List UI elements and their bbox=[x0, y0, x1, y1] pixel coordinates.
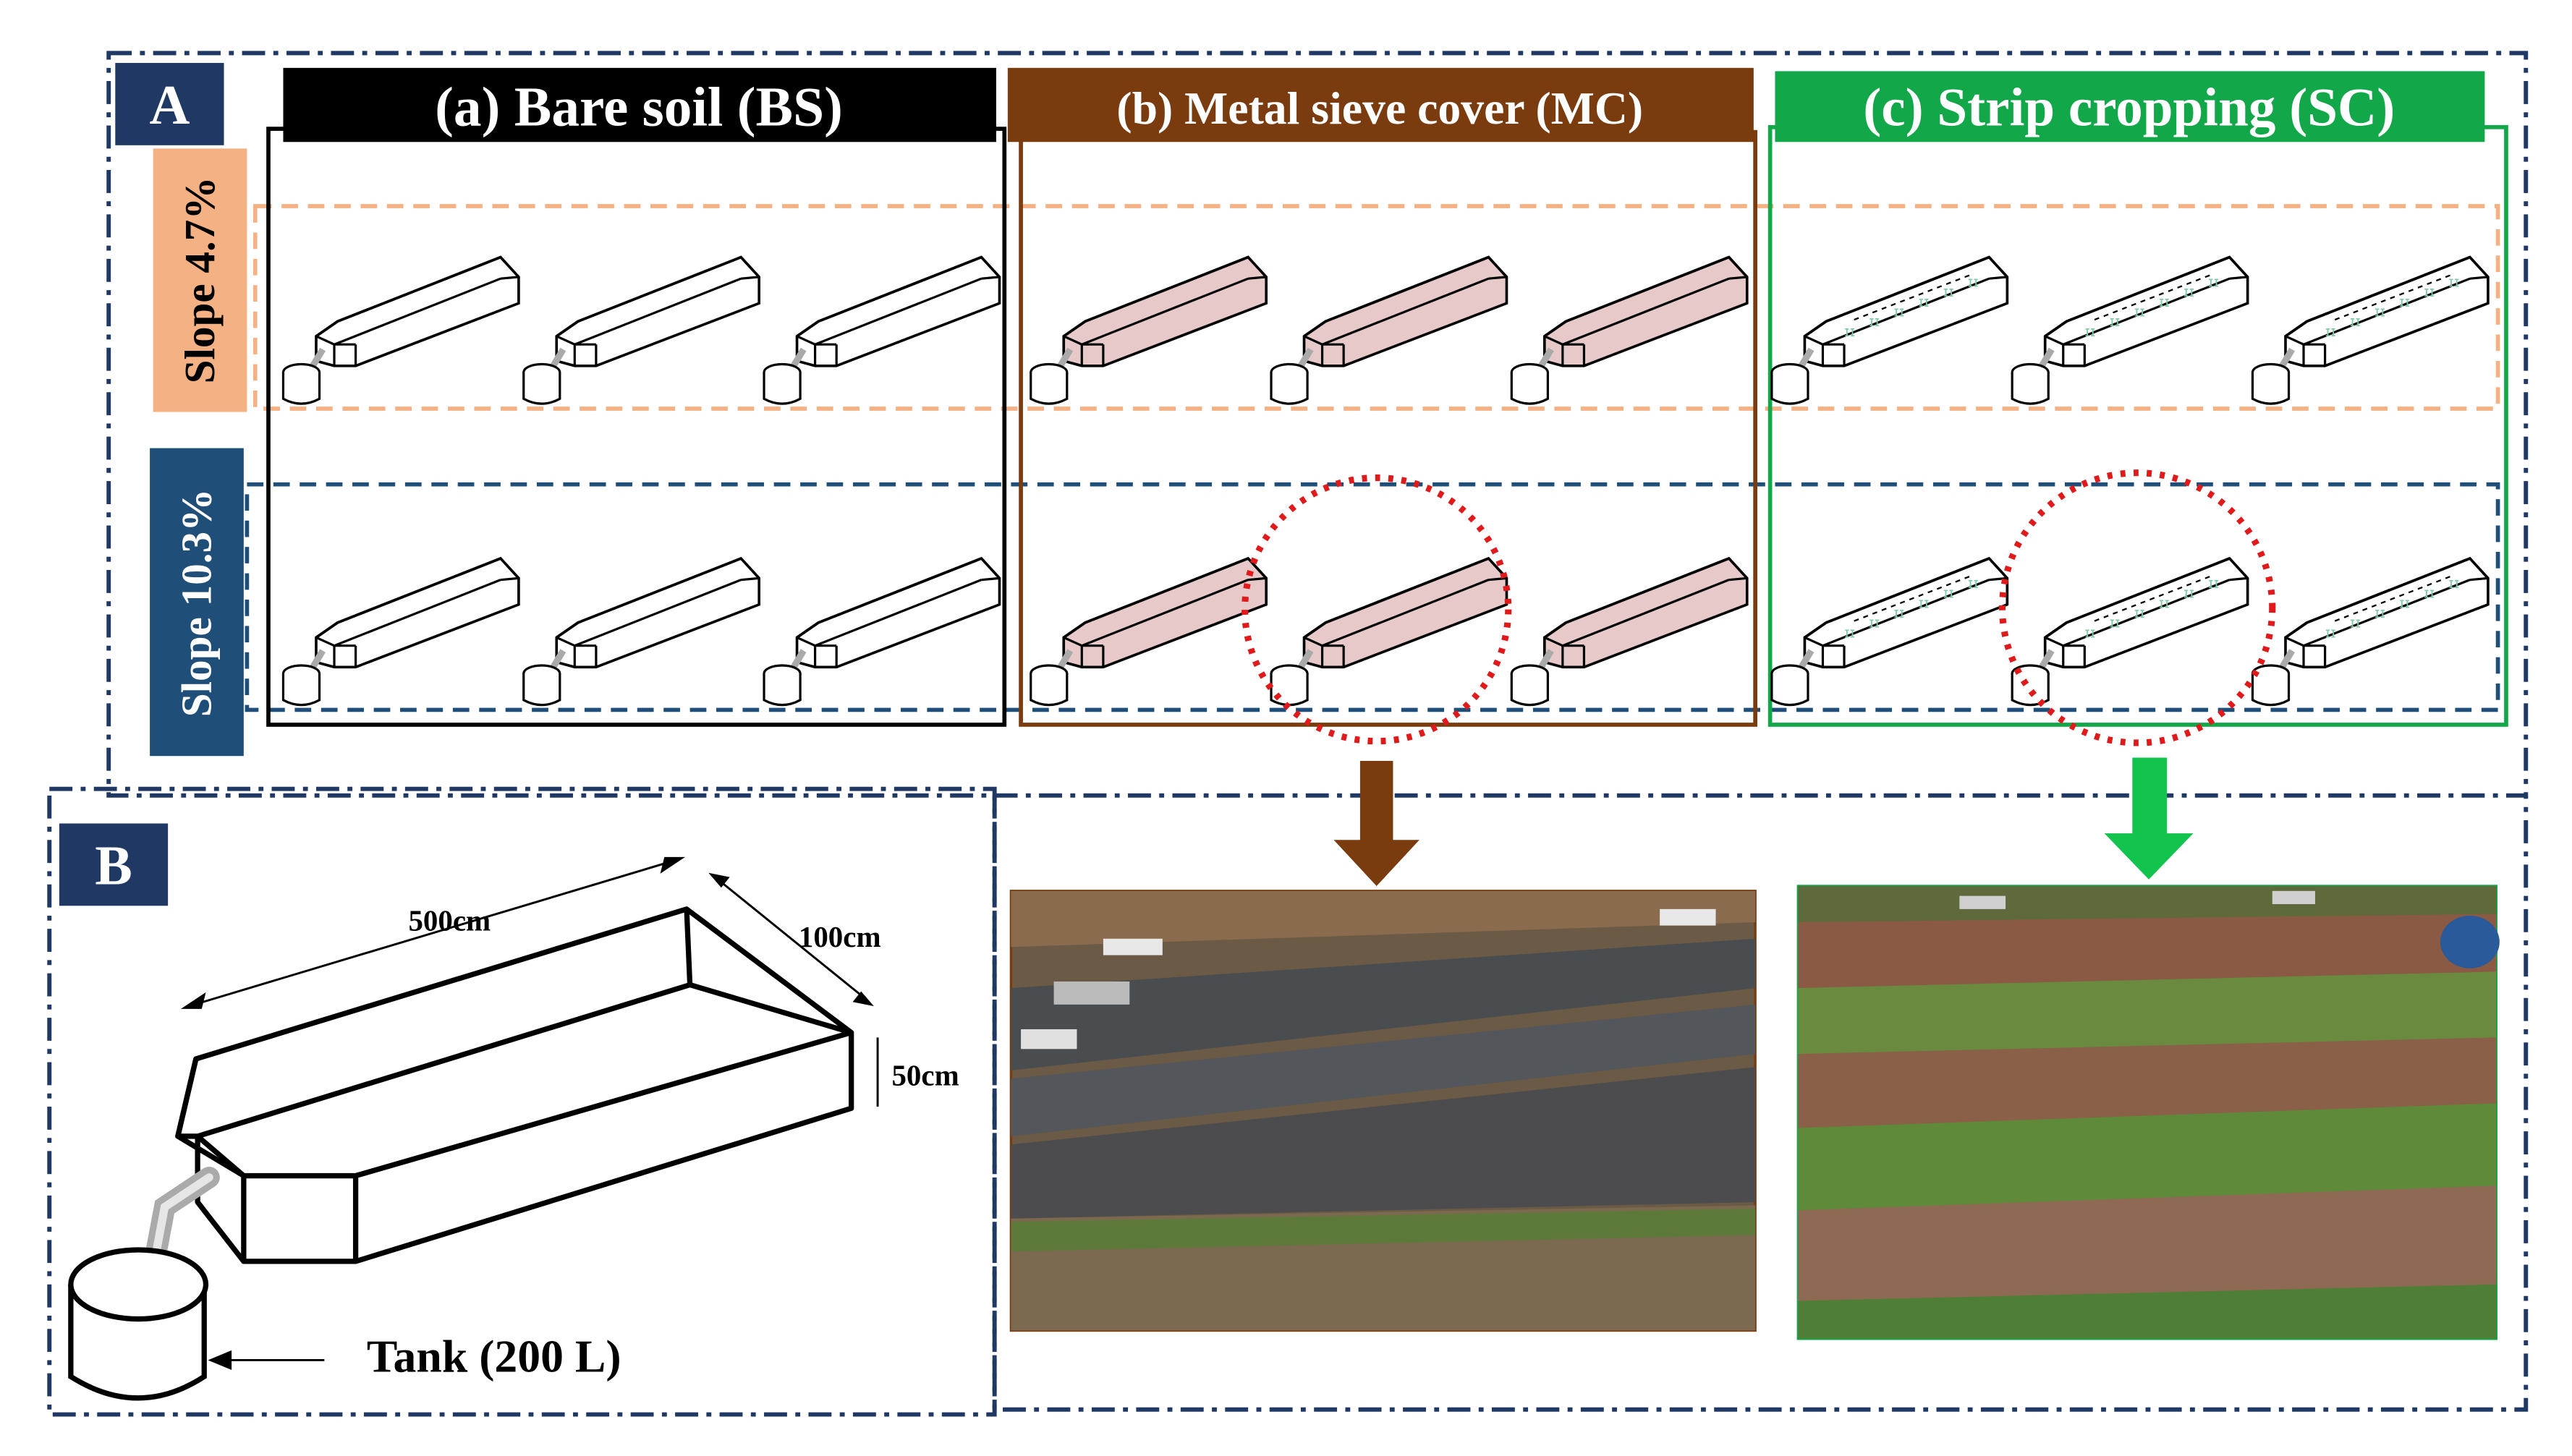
svg-text:ɪɪ: ɪɪ bbox=[2183, 584, 2194, 602]
tank-label: Tank (200 L) bbox=[367, 1330, 621, 1382]
svg-text:ɪɪ: ɪɪ bbox=[1968, 273, 1979, 291]
arrow-down-mc bbox=[1333, 761, 1419, 886]
svg-text:ɪɪ: ɪɪ bbox=[1844, 323, 1855, 340]
svg-text:ɪɪ: ɪɪ bbox=[1869, 312, 1880, 330]
plot-unit bbox=[1511, 558, 1747, 705]
svg-text:ɪɪ: ɪɪ bbox=[2159, 594, 2170, 611]
svg-text:ɪɪ: ɪɪ bbox=[2325, 623, 2336, 641]
treatment-title-bs: (a) Bare soil (BS) bbox=[435, 76, 843, 138]
slope-label-4-7: Slope 4.7% bbox=[153, 148, 247, 412]
svg-text:ɪɪ: ɪɪ bbox=[2134, 604, 2145, 621]
panel-a-frame bbox=[106, 51, 2529, 798]
panel-a-label-box bbox=[115, 63, 224, 145]
svg-text:ɪɪ: ɪɪ bbox=[2084, 323, 2095, 340]
photo-panel-frame bbox=[992, 795, 2529, 1412]
plot-unit bbox=[283, 558, 518, 705]
svg-text:ɪɪ: ɪɪ bbox=[2374, 604, 2385, 621]
plot-unit bbox=[1271, 558, 1506, 705]
arrow-down-sc bbox=[2104, 757, 2194, 880]
length-label: 500cm bbox=[408, 903, 491, 937]
svg-text:ɪɪ: ɪɪ bbox=[2374, 303, 2385, 320]
svg-text:ɪɪ: ɪɪ bbox=[2208, 273, 2219, 291]
svg-text:ɪɪ: ɪɪ bbox=[2399, 594, 2410, 611]
svg-text:ɪɪ: ɪɪ bbox=[2424, 584, 2435, 602]
svg-text:ɪɪ: ɪɪ bbox=[2084, 623, 2095, 641]
plot-unit bbox=[1511, 257, 1747, 404]
highlight-circle-sc bbox=[1998, 469, 2276, 746]
svg-text:ɪɪ: ɪɪ bbox=[1893, 303, 1904, 320]
plot-unit bbox=[283, 257, 518, 404]
svg-text:ɪɪ: ɪɪ bbox=[2448, 574, 2459, 592]
plot-unit bbox=[524, 257, 759, 404]
treatment-title-sc: (c) Strip cropping (SC) bbox=[1863, 78, 2395, 138]
plot-unit bbox=[1031, 257, 1266, 404]
svg-text:ɪɪ: ɪɪ bbox=[2325, 323, 2336, 340]
svg-text:Slope 10.3%: Slope 10.3% bbox=[172, 489, 220, 718]
svg-text:ɪɪ: ɪɪ bbox=[2134, 303, 2145, 320]
svg-text:ɪɪ: ɪɪ bbox=[2424, 283, 2435, 300]
svg-text:ɪɪ: ɪɪ bbox=[1918, 293, 1929, 310]
panel-b-frame bbox=[47, 786, 997, 1417]
svg-text:ɪɪ: ɪɪ bbox=[2448, 273, 2459, 291]
svg-text:ɪɪ: ɪɪ bbox=[1893, 604, 1904, 621]
plot-unit bbox=[1031, 558, 1266, 705]
svg-text:ɪɪ: ɪɪ bbox=[2183, 283, 2194, 300]
plot-unit bbox=[1271, 257, 1506, 404]
svg-text:ɪɪ: ɪɪ bbox=[2350, 614, 2361, 631]
treatment-title-mc: (b) Metal sieve cover (MC) bbox=[1116, 82, 1643, 134]
highlight-circle-mc bbox=[1242, 474, 1512, 745]
photo-metal-sieve-cover bbox=[1009, 890, 1757, 1332]
svg-text:ɪɪ: ɪɪ bbox=[1943, 283, 1954, 300]
svg-text:ɪɪ: ɪɪ bbox=[1918, 594, 1929, 611]
svg-text:ɪɪ: ɪɪ bbox=[2109, 614, 2120, 631]
panel-b-label-box bbox=[59, 823, 169, 906]
dimension-arrows bbox=[181, 856, 879, 1371]
svg-text:ɪɪ: ɪɪ bbox=[1943, 584, 1954, 602]
svg-text:ɪɪ: ɪɪ bbox=[1844, 623, 1855, 641]
svg-text:ɪɪ: ɪɪ bbox=[1968, 574, 1979, 592]
plot-schematic bbox=[175, 906, 854, 1264]
plot-unit bbox=[524, 558, 759, 705]
plot-unit bbox=[764, 558, 999, 705]
tank-icon bbox=[68, 1247, 209, 1401]
slope-label-10-3: Slope 10.3% bbox=[150, 448, 244, 757]
treatment-box-bs bbox=[266, 127, 1007, 727]
svg-text:ɪɪ: ɪɪ bbox=[2350, 312, 2361, 330]
slope-band-4-7 bbox=[252, 204, 2500, 411]
svg-text:ɪɪ: ɪɪ bbox=[2159, 293, 2170, 310]
plot-unit bbox=[764, 257, 999, 404]
svg-text:ɪɪ: ɪɪ bbox=[2109, 312, 2120, 330]
svg-text:ɪɪ: ɪɪ bbox=[2399, 293, 2410, 310]
height-label: 50cm bbox=[891, 1058, 959, 1091]
svg-text:Slope 4.7%: Slope 4.7% bbox=[176, 176, 224, 383]
width-label: 100cm bbox=[799, 920, 881, 953]
panel-b-label: B bbox=[95, 835, 132, 897]
treatment-box-sc bbox=[1767, 124, 2508, 727]
panel-a-label: A bbox=[149, 74, 190, 136]
plot-grid: ɪɪɪɪɪɪɪɪɪɪɪɪɪɪɪɪɪɪɪɪɪɪɪɪɪɪɪɪɪɪɪɪɪɪɪɪɪɪɪɪ… bbox=[283, 257, 2487, 705]
svg-text:ɪɪ: ɪɪ bbox=[2208, 574, 2219, 592]
svg-text:ɪɪ: ɪɪ bbox=[1869, 614, 1880, 631]
photo-strip-cropping bbox=[1796, 885, 2500, 1340]
